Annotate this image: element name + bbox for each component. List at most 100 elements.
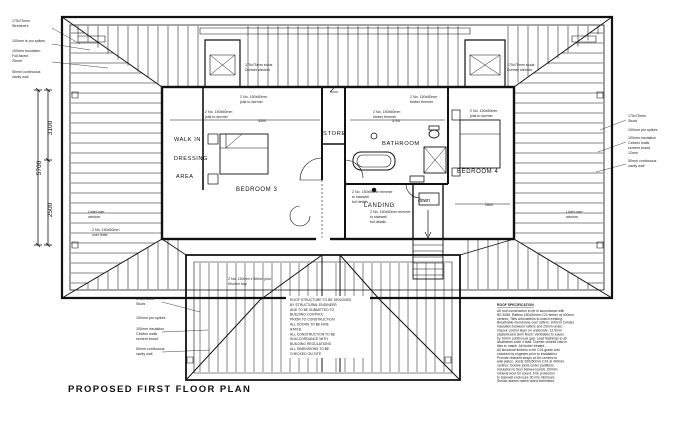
structure-note-line: IN ACCORDANCE WITH [290,337,328,341]
structure-note-line: ALL DIMENSIONS TO BE [290,347,330,351]
specification-note: ROOF SPECIFICATION All roof construction … [497,303,575,383]
dim-upper: 3100 [47,120,54,135]
drawing-title: PROPOSED FIRST FLOOR PLAN [68,384,252,395]
first-floor-rooms [160,85,516,280]
note-bed4-2: joist to dormer [469,114,494,118]
room-label-walk-in-3: AREA [176,174,194,180]
note-bl3: 100mm pro spikes [136,316,166,320]
note-fp6: 25mm [12,59,22,63]
spec-line: mineral wool for sound. Fire protection [497,371,555,375]
annotation-notes: 175x75mm Stretchers 100mm is pro spikes … [12,19,658,356]
note-rp9: cavity wall [628,164,645,168]
note-dormer-right: 175x75mm studs [507,63,535,67]
spec-line: abutments code 4 lead. Dormer cheeks cla… [497,340,567,344]
structure-note-background [286,296,370,358]
note-lp7: cavity wall [12,75,29,79]
dim-width-right: 2800 [485,203,493,207]
spec-note-background [494,300,614,382]
note-bl6: cement board [136,337,158,341]
note-bathroom-2: timber trimmer [410,100,434,104]
spec-line: checked by engineer prior to installatio… [497,352,558,356]
note-bl8: cavity wall [136,352,153,356]
room-label-walk-in-1: WALK IN [174,137,201,143]
note-bl4: 100mm insulation [136,327,164,331]
note-bl1: 175x75mm [136,297,154,301]
note-stud-left: 2 No. 150x50mm [205,110,232,114]
note-rp7: 12mm [628,151,638,155]
note-dormer-left-2: Dormer window [245,68,270,72]
note-bottom-2: Kitchen bay [228,282,247,286]
note-rp4: 100mm insulation [628,136,656,140]
note-fp4: 100mm Insulation [12,49,40,53]
stair-label-down: down [418,198,430,204]
dimension-left [34,87,52,248]
note-lintel-left: Lintel over [88,210,105,214]
spec-line: BS 5268. Rafters 150x50mm C24 timber at … [497,313,574,317]
spec-line: centres. Double joists under partitions. [497,364,555,368]
spec-line: insulation between rafters and 25mm unde… [497,325,563,329]
spec-line: Breathable membrane over rafters. 100mm … [497,321,575,325]
note-rp5: Celotex walls [628,141,649,145]
spec-line: Vapour control layer on underside. 12.5m… [497,329,562,333]
spec-line: All structural timbers to be C24 grade a… [497,348,560,352]
room-label-walk-in-2: DRESSING [174,156,208,162]
note-rp8: 50mm continuous [628,159,657,163]
structure-note-line: ROOF STRUCTURE TO BE DESIGNED [290,298,352,302]
room-label-bathroom: BATHROOM [382,141,420,147]
note-landing-3: full details [352,200,368,204]
note-rp1: 175x75mm [628,114,646,118]
spec-line: Smoke alarms mains wired interlinked. [497,379,555,383]
room-label-bedroom-4: BEDROOM 4 [457,169,498,175]
spec-line: tiles to match. All timber treated. [497,344,545,348]
spec-heading: ROOF SPECIFICATION [497,303,534,307]
structure-note-line: BUILDING REGULATIONS [290,342,332,346]
note-stud-2: joist to dormer [239,100,264,104]
note-steel-2: over lintel [92,233,108,237]
structure-note-line: ALL CONSTRUCTION TO BE [290,332,336,336]
note-rp3: 100mm pro spikes [628,128,658,132]
note-stud-left-2: joist to dormer [204,115,229,119]
structure-note-line: CHECKED ON SITE [290,352,322,356]
room-label-landing: LANDING [364,203,395,209]
structure-note-line: AND TO BE SUBMITTED TO [290,308,335,312]
note-lintel-right: Lintel over [566,210,583,214]
structure-note-line: BUILDING CONTROL [290,313,324,317]
note-stud: 2 No. 150x50mm [240,95,267,99]
structure-note-line: BY STRUCTURAL ENGINEER [290,303,337,307]
note-rp2: Studs [628,119,637,123]
structure-note-line: ALL DOORS TO BE FIRE [290,323,330,327]
spec-line: Provide restraint straps at 2m centres t… [497,356,557,360]
spec-line: Insulation to floor between joists 100mm [497,368,558,372]
note-fp1: 175x75mm [12,19,30,23]
spec-line: plasterboard skim finish. Ventilation to… [497,332,564,336]
dim-width-mid: 3700 [392,119,400,123]
room-label-store: STORE [323,131,346,137]
dim-total: 5700 [36,160,43,175]
note-landing-b2: to stairwell [370,215,387,219]
spec-line: centres. Tiles and battens to match exis… [497,317,563,321]
note-fp2: Stretchers [12,24,29,28]
note-rp6: cement board [628,146,650,150]
structure-note-line: PRIOR TO CONSTRUCTION [290,318,335,322]
note-dormer-left: 175x75mm studs [245,63,273,67]
note-dormer-right-2: Dormer window [507,68,532,72]
note-lp6: 50mm continuous [12,70,41,74]
note-landing-2: to stairwell [352,195,369,199]
note-bottom: 2 No. 150mm x 50mm joist [228,277,271,281]
spec-line: All roof construction to be in accordanc… [497,309,564,313]
dim-lower: 2500 [47,202,54,217]
spec-line: to stairwell enclosure 30 min minimum. [497,375,555,379]
note-bathroom-b2: timber trimmer [373,115,397,119]
spec-line: wall plates. Joists 200x50mm C24 at 400m… [497,360,564,364]
room-label-bedroom-3: BEDROOM 3 [236,187,277,193]
note-steel: 2 No. 150x50mm [92,228,119,232]
roof-framing [51,15,627,382]
note-landing-b: 2 No. 150x50mm trimmer [370,210,411,214]
note-lintel-left-2: window [88,215,100,219]
structure-note-line: RATED [290,327,302,331]
note-bl7: 50mm continuous [136,347,165,351]
note-landing: 2 No. 150x50mm trimmer [352,190,393,194]
dim-width-left: 3300 [258,119,266,123]
